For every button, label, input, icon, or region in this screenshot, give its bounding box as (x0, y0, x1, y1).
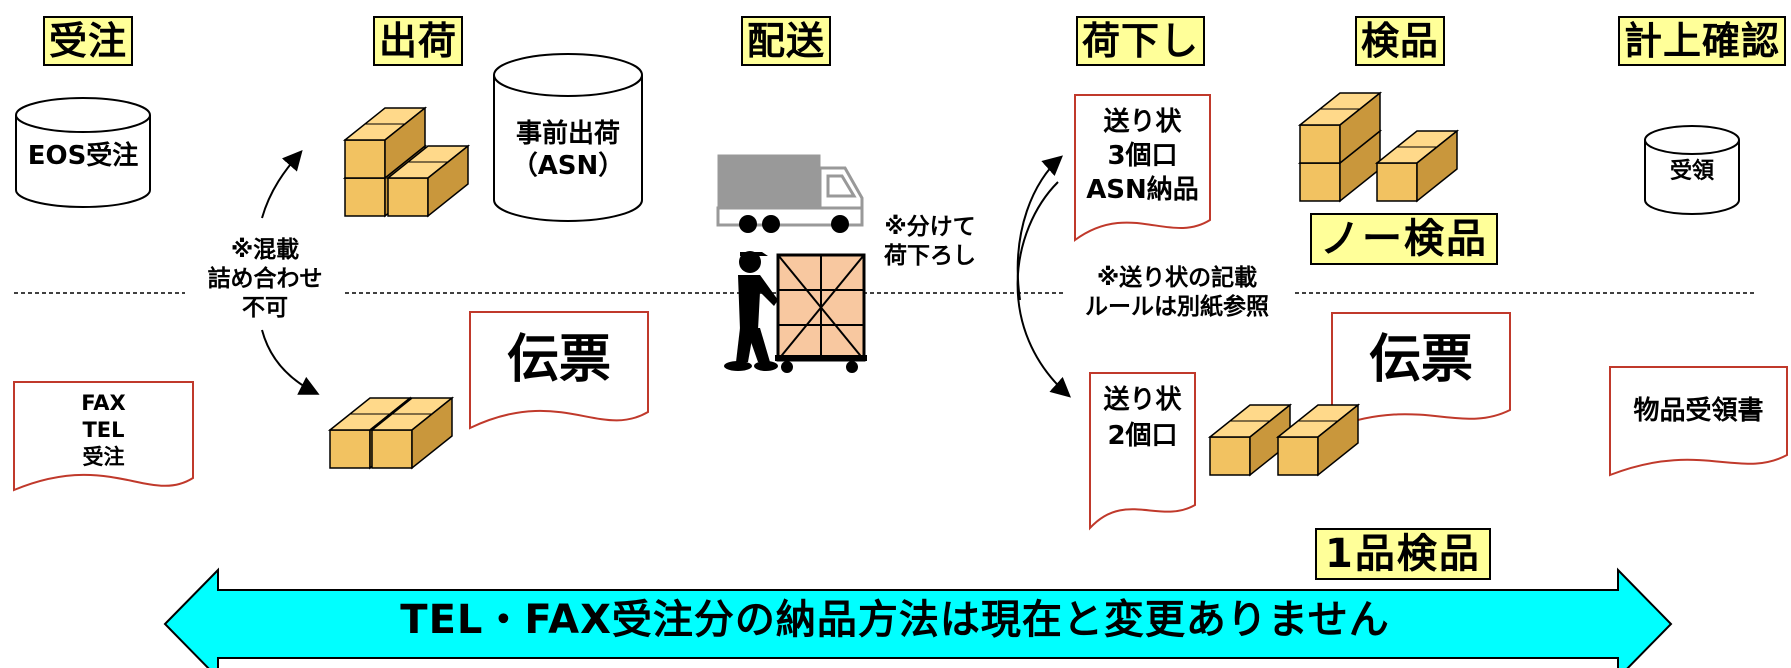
fax-label: FAX (81, 391, 126, 415)
asn-cylinder (493, 53, 643, 222)
ship-slip-label: 伝票 (506, 330, 611, 390)
asn-label-line2: （ASN） (511, 151, 625, 181)
note-waybill-rule-line2: ルールは別紙参照 (1085, 294, 1269, 320)
arrow-to-unload-top (1016, 155, 1064, 301)
receipt-label: 受領 (1669, 159, 1714, 184)
receipt-document-label: 物品受領書 (1633, 396, 1764, 426)
ship-bottom-boxes (329, 397, 453, 469)
arrow-to-ship-top (261, 150, 303, 219)
tel-label: TEL (82, 418, 125, 442)
inspect-bottom-boxes (1209, 404, 1359, 476)
header-confirm: 計上確認 (1618, 16, 1787, 66)
header-order: 受注 (43, 16, 134, 66)
receipt-cylinder (1644, 125, 1740, 215)
eos-order-label: EOS受注 (27, 141, 139, 171)
banner-text: TEL・FAX受注分の納品方法は現在と変更ありません (400, 597, 1390, 643)
truck-icon (716, 154, 864, 233)
inspect-top-boxes (1299, 92, 1458, 202)
waybill-top-document (1074, 94, 1211, 242)
waybill-top-line2: 3個口 (1107, 141, 1178, 171)
header-inspect: 検品 (1355, 16, 1446, 66)
waybill-top-line3: ASN納品 (1086, 175, 1199, 205)
header-ship: 出荷 (373, 16, 464, 66)
ship-slip-document (469, 311, 649, 430)
note-split-line1: ※分けて (884, 214, 976, 240)
waybill-top-line1: 送り状 (1103, 107, 1182, 137)
asn-label-line1: 事前出荷 (515, 119, 620, 149)
ship-top-boxes (344, 107, 469, 217)
header-delivery: 配送 (741, 16, 832, 66)
note-waybill-rule-line1: ※送り状の記載 (1096, 265, 1258, 291)
note-split-line2: 荷下ろし (884, 243, 976, 269)
note-mixed-line1: ※混載 (230, 237, 300, 263)
waybill-bottom-line2: 2個口 (1107, 421, 1178, 451)
fax-tel-order-label: 受注 (82, 445, 125, 469)
note-mixed-line3: 不可 (242, 295, 288, 321)
inspect-slip-label: 伝票 (1368, 330, 1473, 390)
header-unload: 荷下し (1076, 16, 1206, 66)
arrow-to-ship-bottom (261, 329, 320, 395)
fax-tel-document (13, 381, 194, 492)
waybill-bottom-line1: 送り状 (1103, 385, 1182, 415)
waybill-bottom-document (1089, 372, 1196, 531)
receipt-document (1609, 366, 1788, 477)
note-mixed-line2: 詰め合わせ (207, 266, 323, 292)
banner-double-arrow (163, 567, 1673, 668)
no-inspection-badge: ノー検品 (1310, 213, 1498, 265)
worker-with-cart-icon (724, 251, 867, 373)
item-inspection-badge: 1品検品 (1315, 528, 1491, 580)
eos-order-cylinder (15, 97, 151, 208)
